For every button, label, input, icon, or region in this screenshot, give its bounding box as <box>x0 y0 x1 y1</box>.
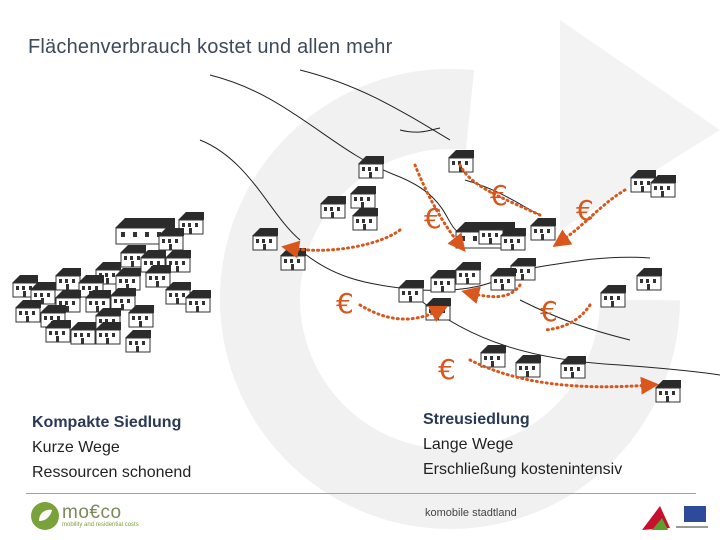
right-caption-line: Erschließung kostenintensiv <box>423 461 623 478</box>
euro-sign: € <box>424 202 442 235</box>
roads <box>199 69 720 376</box>
compact-settlement <box>11 211 212 353</box>
cost-arrows <box>281 163 659 395</box>
moreco-wordmark: mo€co <box>62 502 122 523</box>
moreco-tagline: mobility and residential costs <box>62 522 139 528</box>
footer-divider <box>26 493 696 494</box>
partner-logo-icon <box>642 506 708 530</box>
left-caption-heading: Kompakte Siedlung <box>32 414 182 431</box>
euro-sign: € <box>336 287 354 320</box>
euro-sign: € <box>540 295 558 328</box>
left-caption: Kompakte Siedlung Kurze Wege Ressourcen … <box>32 410 191 485</box>
euro-sign: € <box>576 194 594 227</box>
moreco-logo-icon <box>31 502 59 530</box>
scattered-settlement <box>251 149 682 403</box>
euro-sign: € <box>438 353 456 386</box>
left-caption-line: Kurze Wege <box>32 439 120 456</box>
right-caption-line: Lange Wege <box>423 436 514 453</box>
left-caption-line: Ressourcen schonend <box>32 464 192 481</box>
euro-sign: € <box>490 179 508 212</box>
right-caption-heading: Streusiedlung <box>423 411 530 428</box>
right-caption: Streusiedlung Lange Wege Erschließung ko… <box>423 407 622 482</box>
page-title: Flächenverbrauch kostet und allen mehr <box>28 36 393 58</box>
footer-text: komobile stadtland <box>425 507 517 519</box>
